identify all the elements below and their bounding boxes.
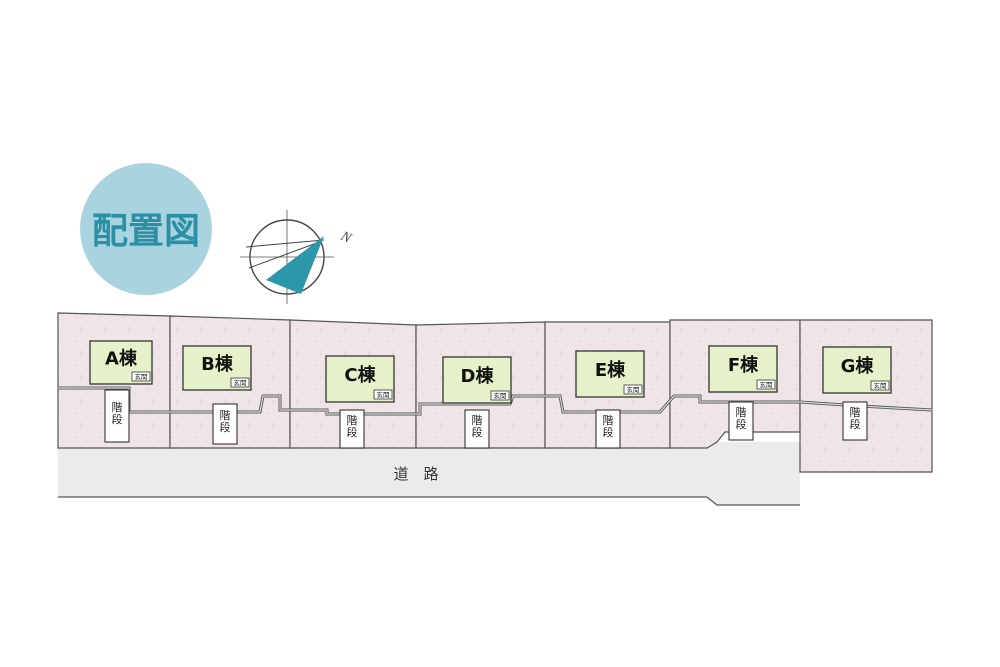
stairs-label: 階段 [850, 405, 861, 431]
stairs-label: 階段 [347, 413, 358, 439]
building-label: B棟 [201, 353, 234, 375]
lot-g [799, 319, 933, 473]
road-area [58, 442, 800, 505]
building-label: C棟 [344, 364, 376, 386]
entrance-label: 玄関 [494, 391, 507, 400]
lots: A棟玄関階段B棟玄関階段C棟玄関階段D棟玄関階段E棟玄関階段F棟玄関階段G棟玄関… [57, 312, 933, 473]
stairs: 階段 [842, 401, 868, 441]
stairs-box [728, 401, 754, 441]
entrance-label: 玄関 [377, 390, 390, 399]
stairs-box [104, 389, 130, 443]
entrance-tag [870, 380, 890, 391]
entrance-tag [131, 371, 151, 382]
entrance-label: 玄関 [874, 381, 887, 390]
stairs-box [595, 409, 621, 449]
retaining-wall-inner [58, 387, 933, 415]
stairs-box [842, 401, 868, 441]
building-label: A棟 [105, 348, 138, 370]
building-label: E棟 [595, 359, 626, 381]
entrance-tag [230, 377, 250, 388]
road: 道 路 [58, 442, 800, 506]
title-badge: 配置図 [80, 163, 212, 295]
stairs-label: 階段 [112, 400, 123, 426]
entrance-tag [623, 384, 643, 395]
stairs: 階段 [212, 403, 238, 445]
building-label: G棟 [841, 355, 875, 377]
entrance-tag [756, 379, 776, 390]
entrance-label: 玄関 [760, 380, 773, 389]
entrance-tag [490, 390, 510, 401]
stairs-box [464, 409, 490, 449]
building-label: F棟 [728, 354, 759, 376]
road-label: 道 路 [393, 465, 438, 483]
stairs: 階段 [728, 401, 754, 441]
entrance-label: 玄関 [135, 372, 148, 381]
stairs: 階段 [464, 409, 490, 449]
page-title: 配置図 [92, 211, 200, 252]
compass-north-label: N [337, 229, 353, 247]
compass-needle-icon [266, 236, 324, 294]
stairs: 階段 [104, 389, 130, 443]
stairs-label: 階段 [736, 405, 747, 431]
entrance-tag [373, 389, 393, 400]
entrance-label: 玄関 [627, 385, 640, 394]
stairs: 階段 [339, 409, 365, 449]
stairs-label: 階段 [472, 413, 483, 439]
building-label: D棟 [461, 365, 495, 387]
stairs-label: 階段 [220, 408, 231, 434]
stairs: 階段 [595, 409, 621, 449]
stairs-box [212, 403, 238, 445]
compass-icon: N [240, 210, 354, 304]
stairs-label: 階段 [603, 413, 614, 439]
stairs-box [339, 409, 365, 449]
entrance-label: 玄関 [234, 378, 247, 387]
title-circle [80, 163, 212, 295]
